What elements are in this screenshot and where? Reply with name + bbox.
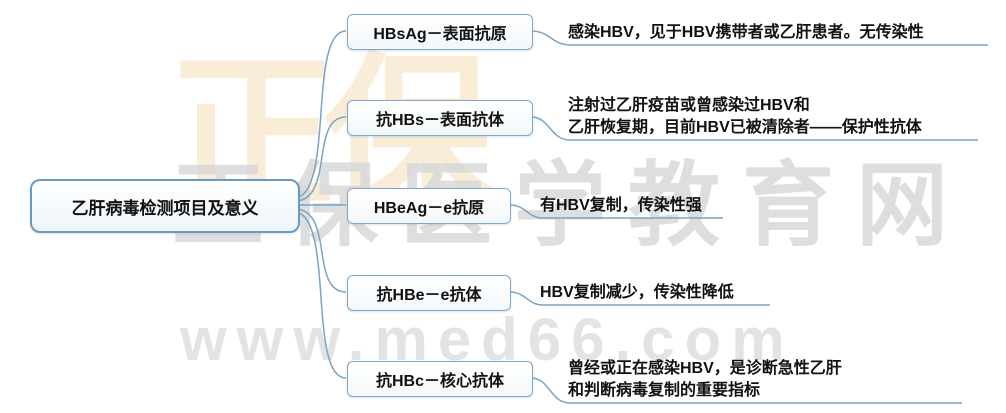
- branch-node-anti-hbe: 抗HBe－e抗体: [347, 275, 511, 311]
- desc-line: 和判断病毒复制的重要指标: [568, 382, 761, 399]
- desc-line: 曾经或正在感染HBV，是诊断急性乙肝: [568, 360, 842, 377]
- desc-anti-hbe: HBV复制减少，传染性降低: [540, 282, 734, 304]
- desc-line: 感染HBV，见于HBV携带者或乙肝患者。无传染性: [568, 24, 924, 41]
- desc-line: 有HBV复制，传染性强: [540, 197, 702, 214]
- root-node: 乙肝病毒检测项目及意义: [30, 179, 300, 233]
- desc-hbsag: 感染HBV，见于HBV携带者或乙肝患者。无传染性: [568, 22, 924, 44]
- desc-hbeag: 有HBV复制，传染性强: [540, 195, 702, 217]
- branch-node-hbeag: HBeAg－e抗原: [347, 188, 511, 224]
- url-watermark: www.med66.com: [180, 306, 795, 373]
- desc-line: 注射过乙肝疫苗或曾感染过HBV和: [568, 97, 810, 114]
- desc-line: HBV复制减少，传染性降低: [540, 284, 734, 301]
- branch-node-anti-hbc: 抗HBc－核心抗体: [347, 361, 533, 397]
- desc-anti-hbs: 注射过乙肝疫苗或曾感染过HBV和 乙肝恢复期，目前HBV已被清除者——保护性抗体: [568, 95, 922, 139]
- desc-anti-hbc: 曾经或正在感染HBV，是诊断急性乙肝 和判断病毒复制的重要指标: [568, 358, 842, 402]
- branch-node-anti-hbs: 抗HBs－表面抗体: [347, 100, 533, 136]
- branch-node-hbsag: HBsAg－表面抗原: [347, 14, 533, 50]
- desc-line: 乙肝恢复期，目前HBV已被清除者——保护性抗体: [568, 119, 922, 136]
